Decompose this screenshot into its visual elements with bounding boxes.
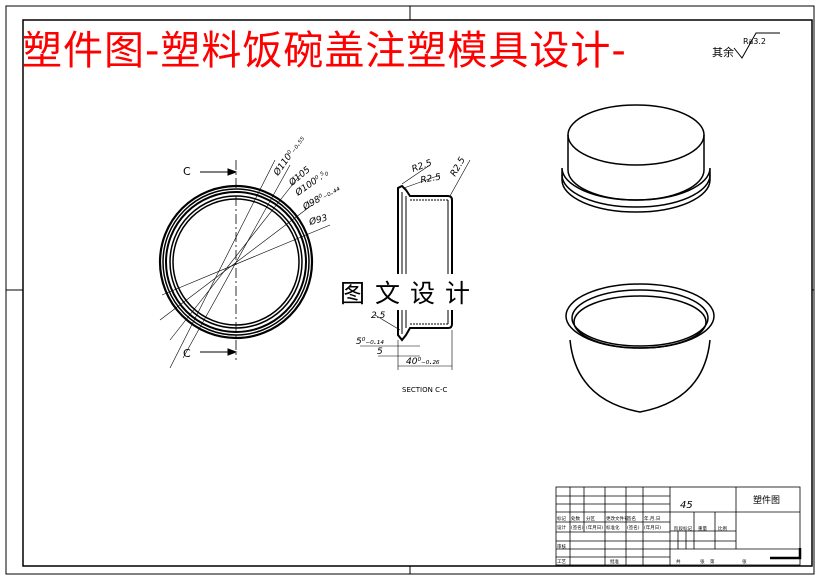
svg-text:Ra3.2: Ra3.2: [743, 37, 766, 46]
front-view: C C Ø110⁰₋₀.₅₅ Ø105 Ø100⁰.⁵₀ Ø98⁰₋₀.₄₄ Ø…: [158, 133, 342, 369]
svg-text:处数: 处数: [571, 515, 580, 522]
svg-text:更改文件号: 更改文件号: [606, 515, 629, 522]
svg-text:R2.5: R2.5: [420, 172, 442, 185]
svg-text:5⁰₋₀.₁₄: 5⁰₋₀.₁₄: [356, 337, 384, 347]
watermark: 图文设计: [336, 274, 485, 310]
svg-text:重量: 重量: [698, 525, 707, 532]
svg-text:塑件图: 塑件图: [753, 494, 780, 506]
svg-text:第: 第: [710, 558, 715, 565]
svg-text:签名: 签名: [627, 515, 636, 522]
svg-text:(签名): (签名): [571, 524, 584, 531]
svg-text:(签名): (签名): [627, 524, 640, 531]
svg-text:张: 张: [700, 558, 705, 565]
svg-text:批准: 批准: [610, 558, 619, 565]
svg-text:C: C: [183, 347, 191, 360]
svg-text:审核: 审核: [557, 543, 566, 550]
title-block: 标记 处数 分区 更改文件号 签名 年.月.日 设计 (签名) (年月日) 标准…: [555, 486, 801, 566]
svg-text:2.5: 2.5: [371, 311, 386, 321]
svg-text:其余: 其余: [712, 45, 734, 59]
svg-text:工艺: 工艺: [557, 559, 566, 565]
isometric-view-bottom: [565, 283, 715, 413]
drawing-frame: [5, 5, 815, 575]
svg-text:45: 45: [680, 500, 693, 511]
svg-text:阶段标记: 阶段标记: [674, 525, 692, 532]
svg-text:R2.5: R2.5: [411, 158, 434, 175]
svg-text:比例: 比例: [718, 525, 727, 532]
svg-text:R2.5: R2.5: [449, 155, 468, 178]
roughness-symbol: Ra3.2 其余: [712, 32, 780, 59]
svg-text:年.月.日: 年.月.日: [644, 515, 660, 522]
svg-text:(年月日): (年月日): [644, 524, 661, 531]
svg-text:设计: 设计: [557, 524, 566, 531]
svg-text:Ø93: Ø93: [307, 212, 329, 228]
svg-text:张: 张: [742, 558, 747, 565]
svg-text:5: 5: [377, 347, 383, 357]
svg-text:标准化: 标准化: [606, 524, 620, 531]
svg-text:SECTION C-C: SECTION C-C: [402, 386, 447, 394]
isometric-view-top: [561, 104, 711, 213]
svg-text:(年月日): (年月日): [586, 524, 603, 531]
svg-text:共: 共: [676, 558, 681, 565]
svg-text:标记: 标记: [557, 515, 566, 522]
svg-text:C: C: [183, 165, 191, 178]
svg-text:40⁰₋₀.₂₆: 40⁰₋₀.₂₆: [406, 357, 440, 367]
svg-text:分区: 分区: [586, 515, 595, 522]
page-title: 塑件图-塑料饭碗盖注塑模具设计-: [22, 28, 627, 74]
